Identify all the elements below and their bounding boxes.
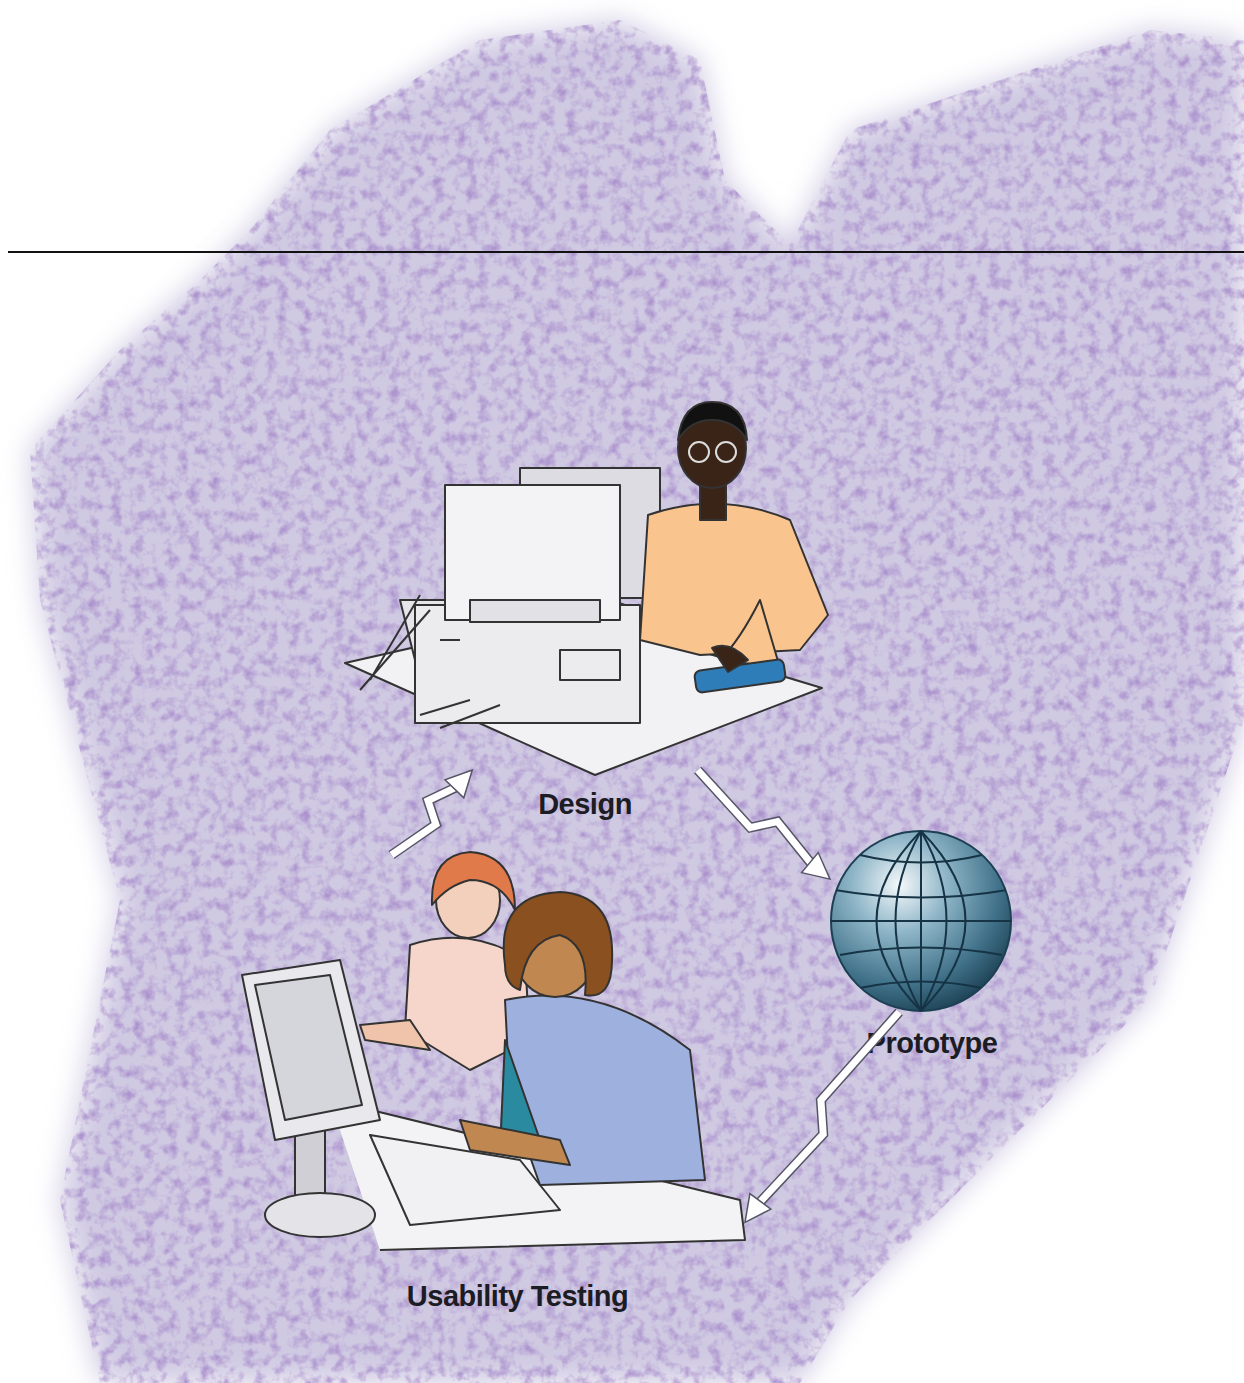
arrow-head xyxy=(802,853,830,880)
illustrated-node: Prototype xyxy=(830,830,1012,1012)
lightning-arrow xyxy=(745,1012,899,1222)
arrow-shaft xyxy=(698,770,812,864)
arrow-head xyxy=(445,770,472,798)
arrow-head xyxy=(745,1194,771,1223)
design-workstation xyxy=(345,402,828,775)
lightning-arrow xyxy=(698,770,830,879)
speckled-backdrop xyxy=(30,20,1244,1383)
arrow-outline xyxy=(759,1012,899,1203)
illustrated-node: Usability Testing xyxy=(240,855,745,1250)
node-label: Design xyxy=(538,788,632,821)
arrow-outline xyxy=(698,770,812,864)
prototype-globe xyxy=(830,831,1012,1011)
lightning-arrow xyxy=(392,770,473,855)
node-label: Prototype xyxy=(867,1027,998,1060)
rule-line xyxy=(8,251,1244,253)
arrow-shaft xyxy=(759,1012,899,1203)
usability-station xyxy=(242,852,745,1250)
arrow-shaft xyxy=(392,787,456,855)
node-label: Usability Testing xyxy=(407,1280,628,1313)
arrow-outline xyxy=(392,787,456,855)
illustrated-node: Design xyxy=(340,400,830,770)
